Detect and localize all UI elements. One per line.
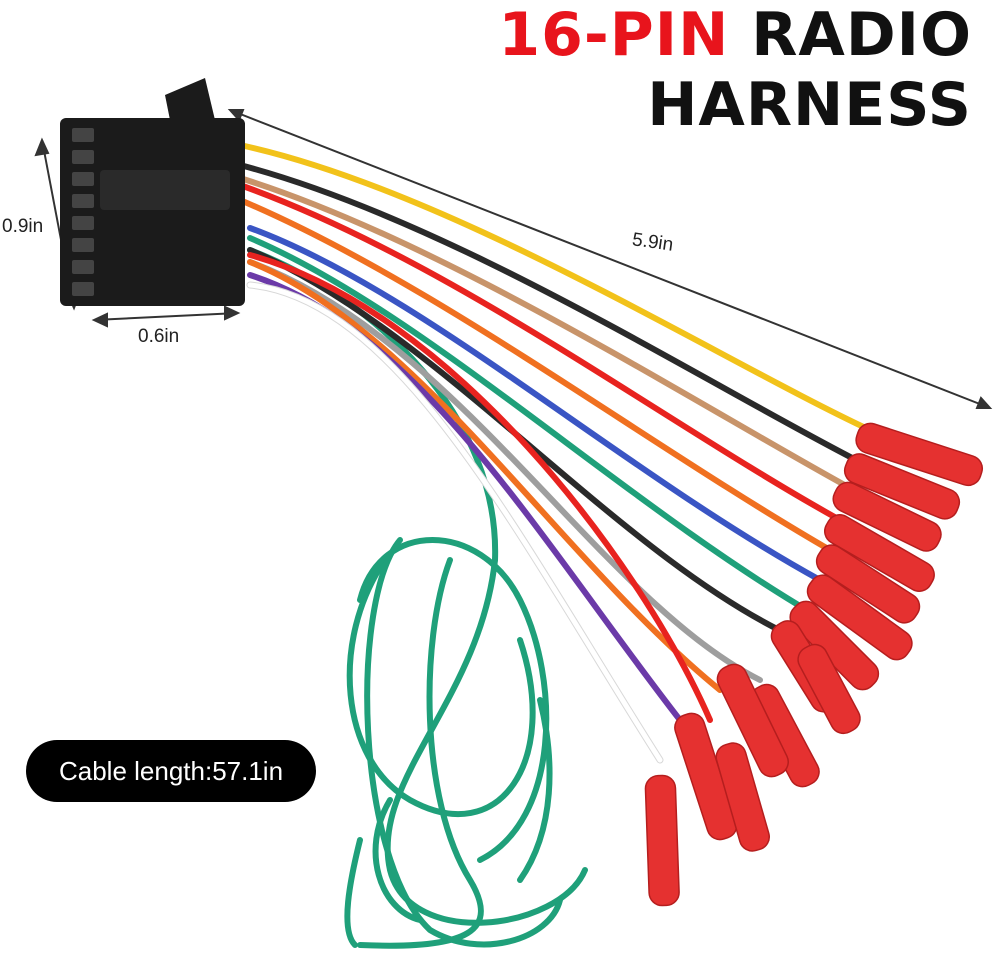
wire-yellow — [237, 142, 873, 433]
wires — [237, 142, 873, 764]
length-arrow-head-left — [227, 109, 245, 122]
terminal — [644, 774, 680, 907]
length-arrow — [229, 109, 991, 409]
connector-clip — [100, 170, 230, 210]
width-arrow-head-left — [91, 312, 108, 328]
terminal — [824, 514, 935, 592]
height-dimension-label: 0.9in — [2, 216, 44, 237]
wire-brown — [237, 175, 853, 491]
cable-length-text: Cable length:57.1in — [58, 755, 284, 786]
title-line-1: 16-PIN RADIO — [498, 0, 972, 70]
width-dimension-label: 0.6in — [138, 326, 180, 347]
length-arrow-head-right — [975, 396, 993, 409]
cable-length-badge: Cable length:57.1in — [26, 740, 316, 802]
wire-blue — [247, 225, 823, 583]
terminals — [644, 422, 984, 907]
terminal — [716, 663, 789, 778]
terminal — [815, 544, 921, 624]
wire-black — [237, 162, 863, 465]
terminal — [855, 422, 984, 487]
connector-latch — [165, 78, 215, 120]
connector — [60, 78, 245, 306]
wire-purple — [247, 272, 683, 723]
width-arrow-head-right — [224, 305, 241, 321]
terminal — [806, 574, 913, 661]
wire-gray — [247, 259, 763, 683]
wire-orange — [237, 197, 833, 553]
title-pin-count: 16-PIN — [498, 0, 730, 70]
title-line-2: HARNESS — [647, 70, 972, 140]
width-arrow — [93, 312, 239, 321]
connector-body — [60, 118, 245, 306]
terminal — [715, 742, 770, 852]
terminal — [843, 453, 961, 520]
connector-pins — [72, 128, 94, 296]
title-radio: RADIO — [751, 0, 972, 70]
height-arrow-head-top — [34, 137, 50, 157]
wire-white — [247, 282, 663, 763]
wire-red-2 — [247, 252, 713, 723]
wire-orange-2 — [247, 259, 723, 693]
wire-green — [247, 235, 813, 615]
product-title: 16-PIN RADIO HARNESS — [498, 0, 972, 140]
wire-red — [237, 182, 843, 523]
terminal — [797, 643, 861, 735]
terminal — [832, 481, 942, 552]
